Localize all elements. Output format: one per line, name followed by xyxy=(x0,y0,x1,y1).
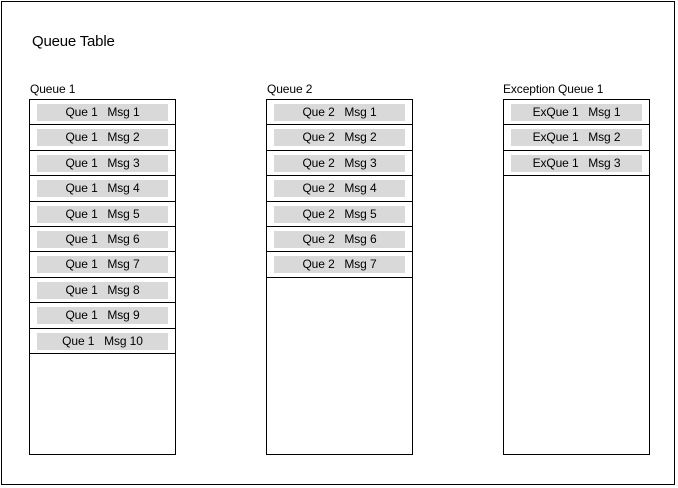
queue-message: Que 2 Msg 2 xyxy=(274,129,405,147)
queue-message-row: Que 1 Msg 1 xyxy=(30,100,175,126)
queue-message-row: Que 2 Msg 1 xyxy=(267,100,412,126)
queue-message: Que 2 Msg 7 xyxy=(274,256,405,274)
queue-message: Que 1 Msg 3 xyxy=(37,154,168,172)
queue-message: Que 1 Msg 9 xyxy=(37,307,168,325)
queue-message-row: Que 1 Msg 3 xyxy=(30,151,175,177)
queue-message-row: Que 2 Msg 4 xyxy=(267,176,412,202)
queue-message-row: ExQue 1 Msg 2 xyxy=(504,125,649,151)
queue-message: Que 2 Msg 1 xyxy=(274,104,405,121)
queue-message-row: Que 2 Msg 6 xyxy=(267,227,412,253)
queue-message: Que 2 Msg 5 xyxy=(274,205,405,223)
exception-queue-1-label: Exception Queue 1 xyxy=(503,82,604,96)
queue-message-row: ExQue 1 Msg 3 xyxy=(504,151,649,177)
queue-1-label: Queue 1 xyxy=(30,82,76,96)
queue-message: Que 1 Msg 5 xyxy=(37,205,168,223)
queue-message-row: Que 1 Msg 8 xyxy=(30,278,175,304)
queue-2-label: Queue 2 xyxy=(267,82,313,96)
queue-message-row: Que 1 Msg 6 xyxy=(30,227,175,253)
queue-message: Que 1 Msg 10 xyxy=(37,332,168,350)
queue-message: ExQue 1 Msg 1 xyxy=(511,104,642,121)
queue-message: Que 1 Msg 1 xyxy=(37,104,168,121)
queue-message-row: Que 2 Msg 5 xyxy=(267,202,412,227)
queue-message: ExQue 1 Msg 2 xyxy=(511,129,642,147)
queue-message-row: ExQue 1 Msg 1 xyxy=(504,100,649,126)
diagram-title: Queue Table xyxy=(32,33,115,50)
queue-message: Que 2 Msg 6 xyxy=(274,230,405,248)
queue-1-box: Que 1 Msg 1 Que 1 Msg 2 Que 1 Msg 3 Que 1 M… xyxy=(29,99,176,455)
queue-message-row: Que 1 Msg 7 xyxy=(30,252,175,278)
queue-message: Que 1 Msg 7 xyxy=(37,256,168,274)
queue-message-row: Que 1 Msg 4 xyxy=(30,176,175,202)
exception-queue-1-box: ExQue 1 Msg 1 ExQue 1 Msg 2 ExQue 1 Msg 3 xyxy=(503,99,650,455)
queue-message: Que 2 Msg 4 xyxy=(274,180,405,198)
queue-message: Que 2 Msg 3 xyxy=(274,154,405,172)
queue-message: Que 1 Msg 4 xyxy=(37,180,168,198)
queue-message-row: Que 1 Msg 5 xyxy=(30,202,175,227)
queue-message-row: Que 2 Msg 2 xyxy=(267,125,412,151)
queue-message-row: Que 1 Msg 2 xyxy=(30,125,175,151)
queue-message-row: Que 2 Msg 7 xyxy=(267,252,412,278)
queue-2-box: Que 2 Msg 1 Que 2 Msg 2 Que 2 Msg 3 Que 2 M… xyxy=(266,99,413,455)
queue-message: Que 1 Msg 8 xyxy=(37,281,168,299)
queue-message: Que 1 Msg 6 xyxy=(37,230,168,248)
queue-message: Que 1 Msg 2 xyxy=(37,129,168,147)
queue-message: ExQue 1 Msg 3 xyxy=(511,154,642,172)
queue-message-row: Que 1 Msg 10 xyxy=(30,329,175,354)
queue-message-row: Que 2 Msg 3 xyxy=(267,151,412,177)
queue-message-row: Que 1 Msg 9 xyxy=(30,303,175,329)
